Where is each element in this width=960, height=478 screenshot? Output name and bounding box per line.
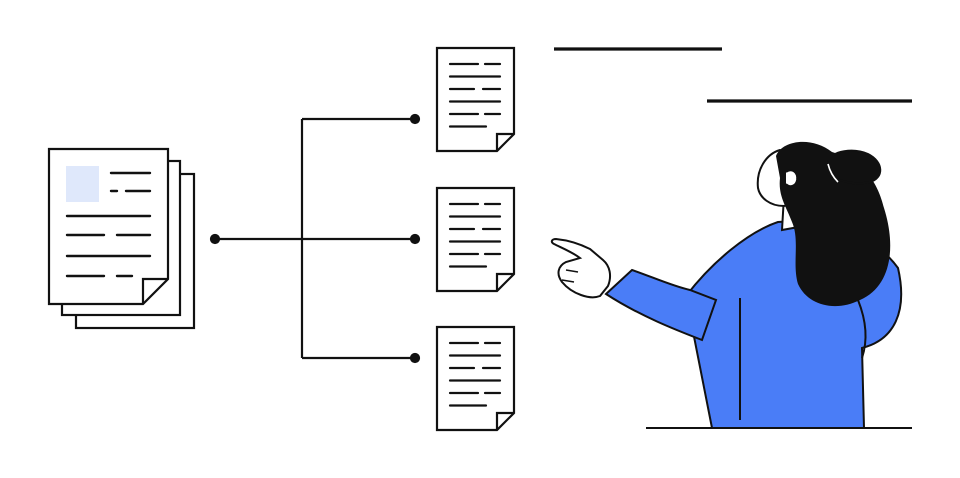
document-icon [435, 325, 516, 432]
presenter-hair-bun [827, 149, 882, 185]
presenter-sleeve [604, 268, 718, 342]
document-stack-icon [47, 147, 196, 330]
document-icon [435, 186, 516, 293]
document-thumbnail-image [66, 166, 99, 202]
output-documents [435, 46, 516, 432]
heading-lines [554, 47, 912, 103]
person-pointing-icon [550, 141, 912, 429]
document-icon [435, 46, 516, 153]
tree-connector-icon [209, 113, 421, 364]
presenter-hand [550, 237, 612, 299]
document-stack-text-lines [65, 171, 152, 278]
